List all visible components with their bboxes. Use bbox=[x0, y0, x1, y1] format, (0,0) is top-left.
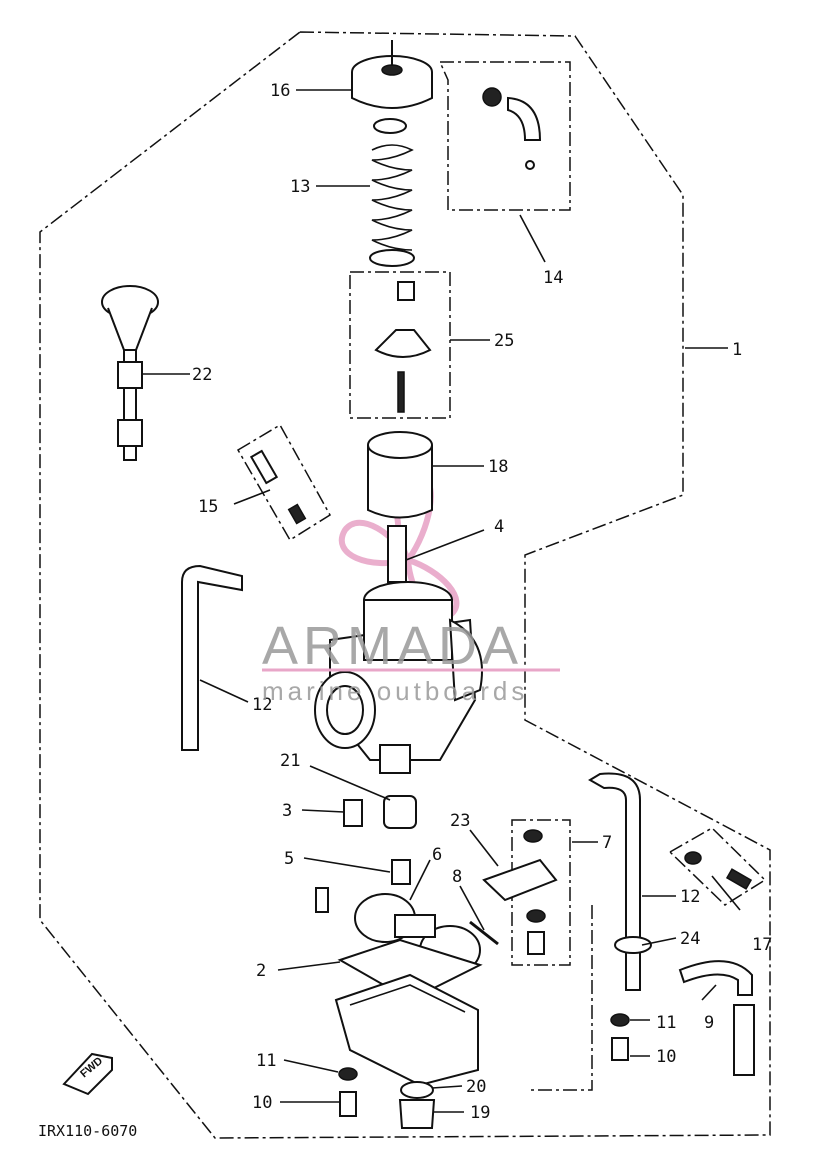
watermark-brand: ARMADA bbox=[262, 616, 523, 676]
group-14-boundary bbox=[438, 61, 571, 211]
group-15-boundary bbox=[236, 423, 332, 542]
callout-11-left: 11 bbox=[256, 1051, 276, 1071]
part-11-washer-right bbox=[610, 1013, 630, 1027]
callout-21: 21 bbox=[280, 751, 300, 771]
callout-24: 24 bbox=[680, 929, 700, 949]
callout-20: 20 bbox=[466, 1077, 486, 1097]
part-25-needle bbox=[374, 281, 432, 413]
part-18-slide bbox=[367, 431, 433, 519]
group-7-boundary bbox=[511, 819, 571, 966]
callout-7: 7 bbox=[602, 833, 612, 853]
part-12-hose-right bbox=[588, 772, 641, 991]
callout-6: 6 bbox=[432, 845, 442, 865]
assembly-1-boundary bbox=[39, 31, 771, 1139]
callout-9: 9 bbox=[704, 1013, 714, 1033]
part-pin bbox=[315, 887, 329, 913]
group-17-boundary bbox=[668, 827, 767, 906]
group-bottom-boundary bbox=[530, 905, 593, 1091]
callout-4: 4 bbox=[494, 517, 504, 537]
callout-22: 22 bbox=[192, 365, 212, 385]
carburetor-body bbox=[314, 581, 483, 774]
part-3-jet bbox=[343, 799, 363, 827]
part-9-hose-end bbox=[733, 1004, 755, 1076]
callout-19: 19 bbox=[470, 1103, 490, 1123]
callout-13: 13 bbox=[290, 177, 310, 197]
callout-16: 16 bbox=[270, 81, 290, 101]
part-7-screws bbox=[523, 829, 546, 955]
part-19-plug bbox=[398, 1099, 436, 1129]
fwd-arrow-icon: FWD bbox=[62, 1052, 113, 1096]
part-23-plate bbox=[482, 858, 558, 902]
drawing-code: IRX110-6070 bbox=[38, 1122, 137, 1140]
part-14-fitting bbox=[482, 87, 542, 170]
callout-1: 1 bbox=[732, 340, 742, 360]
part-9-hose bbox=[678, 960, 753, 996]
callout-25: 25 bbox=[494, 331, 514, 351]
callout-2: 2 bbox=[256, 961, 266, 981]
callout-12-left: 12 bbox=[252, 695, 272, 715]
part-13-spring bbox=[369, 144, 415, 267]
part-20-drain bbox=[400, 1081, 434, 1099]
part-10-screw-right bbox=[611, 1037, 629, 1061]
watermark-tagline: marine outboards bbox=[262, 676, 528, 706]
part-6-float bbox=[354, 893, 481, 975]
callout-10-right: 10 bbox=[656, 1047, 676, 1067]
callout-23: 23 bbox=[450, 811, 470, 831]
callout-3: 3 bbox=[282, 801, 292, 821]
part-10-screw-left bbox=[339, 1091, 357, 1117]
callout-15: 15 bbox=[198, 497, 218, 517]
callout-8: 8 bbox=[452, 867, 462, 887]
part-5-main-jet bbox=[391, 859, 411, 885]
part-24-clamp bbox=[614, 936, 652, 954]
part-12-hose-left bbox=[181, 564, 243, 751]
callout-17: 17 bbox=[752, 935, 772, 955]
part-15-screw bbox=[249, 449, 307, 525]
callout-11-right: 11 bbox=[656, 1013, 676, 1033]
callout-5: 5 bbox=[284, 849, 294, 869]
callout-14: 14 bbox=[543, 268, 563, 288]
part-11-washer-left bbox=[338, 1067, 358, 1081]
callout-labels: 16 13 14 25 1 22 18 15 4 12 21 3 23 7 5 … bbox=[192, 81, 772, 1123]
part-22-choke bbox=[101, 285, 159, 461]
leader-lines bbox=[142, 89, 741, 1113]
part-16-cap bbox=[351, 40, 433, 134]
callout-12-right: 12 bbox=[680, 887, 700, 907]
part-float-bowl bbox=[334, 973, 479, 1087]
part-8-pin bbox=[469, 920, 499, 946]
callout-18: 18 bbox=[488, 457, 508, 477]
part-21-jet-holder bbox=[383, 795, 417, 829]
callout-10-left: 10 bbox=[252, 1093, 272, 1113]
group-25-boundary bbox=[349, 271, 451, 419]
part-17-screw bbox=[684, 851, 753, 890]
part-4-needle-jet bbox=[387, 525, 407, 583]
